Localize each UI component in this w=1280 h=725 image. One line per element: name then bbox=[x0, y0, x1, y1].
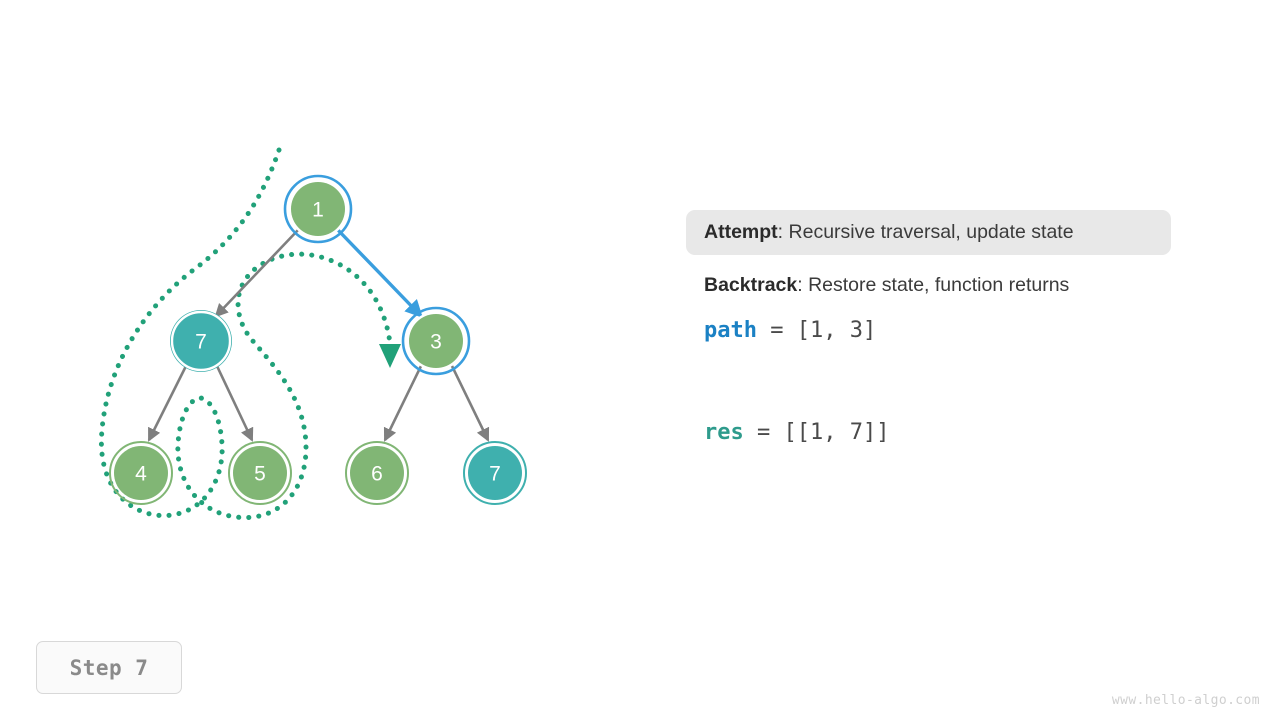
node-6-circle bbox=[350, 446, 404, 500]
node-6-label: 6 bbox=[371, 463, 383, 486]
tree-edges bbox=[147, 227, 490, 442]
backtrack-arrow-icon bbox=[379, 344, 401, 368]
node-7right-circle bbox=[468, 446, 522, 500]
node-7left-ring bbox=[170, 310, 232, 372]
node-3-circle bbox=[409, 314, 463, 368]
edge-7left-to-5 bbox=[215, 365, 254, 442]
path-variable: path bbox=[704, 318, 757, 343]
path-value: [1, 3] bbox=[796, 318, 877, 343]
tree-svg: 1 7 3 4 5 bbox=[98, 147, 527, 521]
backtrack-separator: : bbox=[797, 274, 809, 296]
attempt-line: Attempt: Recursive traversal, update sta… bbox=[704, 220, 1153, 244]
backtrack-row: Backtrack: Restore state, function retur… bbox=[686, 263, 1186, 308]
node-6-ring bbox=[345, 441, 409, 505]
node-5-ring bbox=[228, 441, 292, 505]
node-4-label: 4 bbox=[135, 463, 147, 486]
edge-3-to-6 bbox=[383, 365, 423, 442]
step-badge-label: Step 7 bbox=[69, 655, 149, 680]
node-7left-circle bbox=[174, 314, 228, 368]
node-1-label: 1 bbox=[312, 199, 324, 222]
res-variable: res bbox=[704, 420, 744, 445]
backtrack-path-group bbox=[98, 147, 401, 521]
node-1-circle bbox=[291, 182, 345, 236]
attempt-separator: : bbox=[777, 221, 789, 243]
node-5-circle bbox=[233, 446, 287, 500]
node-7right-ring bbox=[463, 441, 527, 505]
attempt-row: Attempt: Recursive traversal, update sta… bbox=[686, 210, 1171, 255]
res-value: [[1, 7]] bbox=[783, 420, 890, 445]
res-assign: = bbox=[743, 420, 784, 445]
edge-1-to-3 bbox=[335, 227, 423, 318]
node-7left-label: 7 bbox=[195, 331, 207, 354]
node-5-label: 5 bbox=[254, 463, 266, 486]
res-code-row: res = [[1, 7]] bbox=[686, 410, 1186, 456]
path-assign: = bbox=[756, 318, 797, 343]
tree-node-6[interactable]: 6 bbox=[345, 441, 409, 505]
node-4-ring bbox=[109, 441, 173, 505]
tree-node-7-left[interactable]: 7 bbox=[170, 310, 232, 372]
step-badge: Step 7 bbox=[36, 641, 182, 694]
explanation-panel: Attempt: Recursive traversal, update sta… bbox=[686, 210, 1186, 456]
attempt-text: Recursive traversal, update state bbox=[788, 221, 1074, 243]
backtrack-text: Restore state, function returns bbox=[808, 274, 1070, 296]
tree-node-3[interactable]: 3 bbox=[401, 306, 471, 376]
watermark: www.hello-algo.com bbox=[1111, 693, 1260, 708]
node-4-circle bbox=[114, 446, 168, 500]
backtrack-line: Backtrack: Restore state, function retur… bbox=[704, 273, 1168, 297]
tree-node-7-right[interactable]: 7 bbox=[463, 441, 527, 505]
tree-node-4[interactable]: 4 bbox=[109, 441, 173, 505]
node-1-highlight-ring bbox=[283, 174, 353, 244]
node-7right-label: 7 bbox=[489, 463, 501, 486]
edge-7left-to-4 bbox=[147, 365, 188, 442]
code-spacer bbox=[686, 354, 1186, 410]
node-3-label: 3 bbox=[430, 331, 442, 354]
tree-diagram: 1 7 3 4 5 bbox=[98, 147, 527, 521]
edge-1-to-7left bbox=[214, 228, 300, 318]
path-code-row: path = [1, 3] bbox=[686, 308, 1186, 354]
backtrack-keyword: Backtrack bbox=[704, 274, 798, 296]
node-3-highlight-ring bbox=[401, 306, 471, 376]
attempt-keyword: Attempt bbox=[704, 221, 778, 243]
edge-3-to-7right bbox=[450, 365, 490, 442]
tree-node-5[interactable]: 5 bbox=[228, 441, 292, 505]
tree-node-1[interactable]: 1 bbox=[283, 174, 353, 244]
